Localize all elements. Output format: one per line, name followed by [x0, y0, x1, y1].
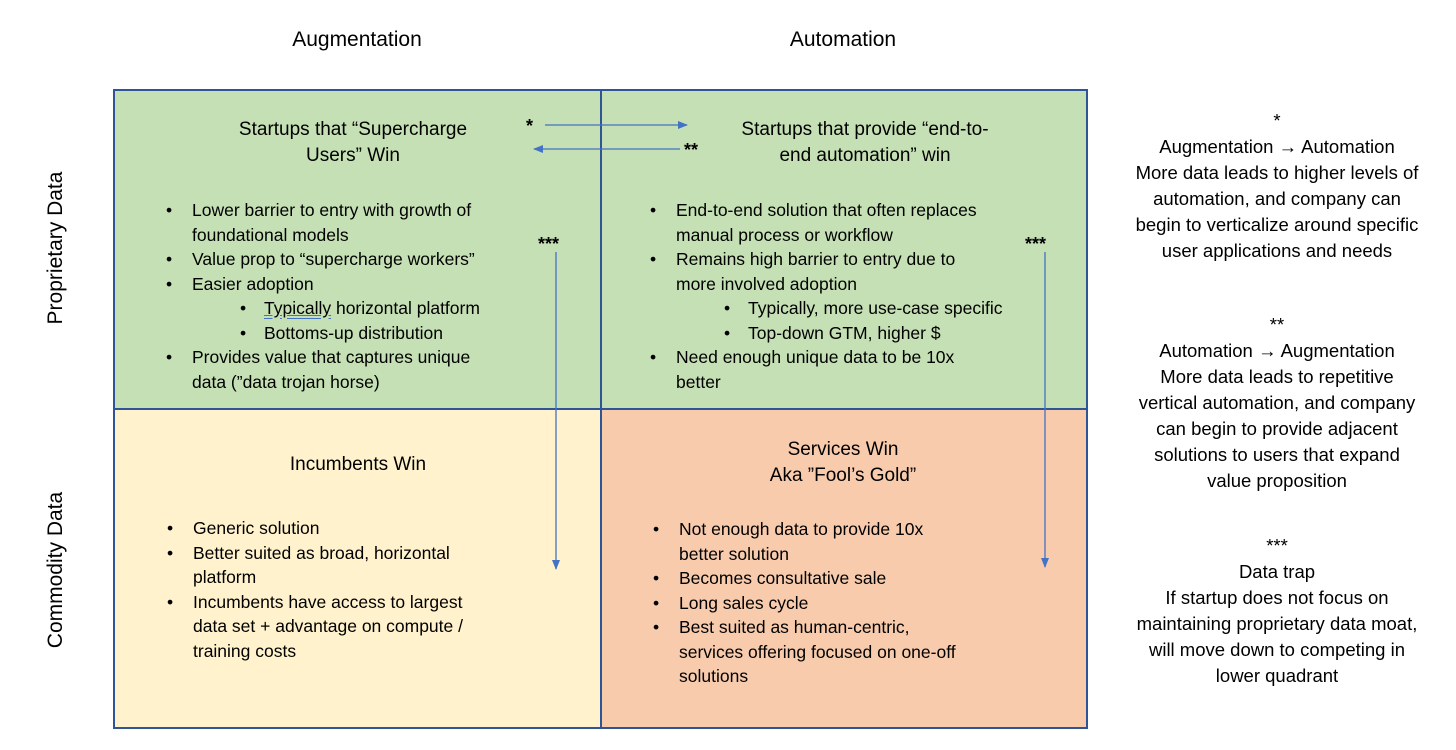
list-item: Becomes consultative sale — [651, 566, 1071, 591]
note-marker: *** — [1266, 535, 1288, 556]
note-marker: * — [1273, 110, 1281, 131]
list-item: more involved adoption — [676, 273, 857, 294]
quadrant-bottom-left — [114, 409, 601, 728]
note-automation-to-augmentation: ** Automation → Augmentation More data l… — [1112, 312, 1442, 494]
arrow-marker-double: ** — [684, 140, 699, 160]
note-augmentation-to-automation: * Augmentation → Automation More data le… — [1112, 108, 1442, 264]
list-item: Remains high barrier to entry due to — [648, 247, 1068, 272]
list-item: better — [676, 371, 721, 392]
list-item: Generic solution — [165, 516, 585, 541]
grid-border-right — [1086, 89, 1088, 729]
list-item: services offering focused on one-off — [679, 641, 956, 662]
arrow-marker-triple-right: *** — [1025, 234, 1047, 254]
list-item: Provides value that captures unique — [164, 345, 584, 370]
note-data-trap: *** Data trap If startup does not focus … — [1112, 533, 1442, 689]
quadrant-bottom-right-title: Services Win Aka ”Fool’s Gold” — [769, 439, 917, 486]
arrow-marker-single: * — [526, 116, 534, 136]
quadrant-bottom-right-bullets: Not enough data to provide 10x better so… — [651, 517, 1071, 689]
list-item: data (”data trojan horse) — [192, 371, 380, 392]
quadrant-top-left-title: Startups that “Supercharge Users” Win — [238, 119, 468, 166]
quadrant-bottom-left-title: Incumbents Win — [289, 454, 427, 475]
list-item: data set + advantage on compute / — [193, 616, 463, 636]
list-item: Typically, more use-case specific — [648, 296, 1068, 321]
column-header-augmentation: Augmentation — [292, 28, 422, 51]
list-item: Bottoms-up distribution — [164, 321, 584, 346]
list-item: solutions — [679, 666, 749, 686]
list-item: Better suited as broad, horizontal — [165, 541, 585, 566]
list-item: Need enough unique data to be 10x — [648, 345, 1068, 370]
list-item: manual process or workflow — [676, 224, 893, 245]
grid-divider-horizontal — [114, 408, 1087, 410]
note-marker: ** — [1269, 314, 1285, 335]
list-item: Lower barrier to entry with growth of — [164, 198, 584, 223]
column-header-automation: Automation — [789, 28, 897, 51]
list-item: Easier adoption — [164, 272, 584, 297]
quadrant-top-right-bullets: End-to-end solution that often replaces … — [648, 198, 1068, 394]
list-item: Typically horizontal platform — [164, 296, 584, 321]
list-item: foundational models — [192, 224, 349, 245]
list-item: Not enough data to provide 10x — [651, 517, 1071, 542]
list-item: Value prop to “supercharge workers” — [164, 247, 584, 272]
list-item: Top-down GTM, higher $ — [648, 321, 1068, 346]
list-item: platform — [193, 567, 257, 587]
list-item: End-to-end solution that often replaces — [648, 198, 1068, 223]
list-item: training costs — [193, 640, 297, 661]
quadrant-bottom-left-bullets: Generic solution Better suited as broad,… — [165, 516, 585, 663]
list-item: Best suited as human-centric, — [651, 615, 1071, 640]
list-item: Incumbents have access to largest — [165, 590, 585, 615]
arrow-marker-triple-left: *** — [538, 234, 560, 254]
quadrant-top-left-bullets: Lower barrier to entry with growth of fo… — [164, 198, 584, 394]
list-item: Long sales cycle — [651, 591, 1071, 616]
list-item: better solution — [679, 543, 789, 564]
spellcheck-word: Typically — [264, 298, 332, 318]
quadrant-top-right-title: Startups that provide “end-to- end autom… — [741, 119, 989, 166]
